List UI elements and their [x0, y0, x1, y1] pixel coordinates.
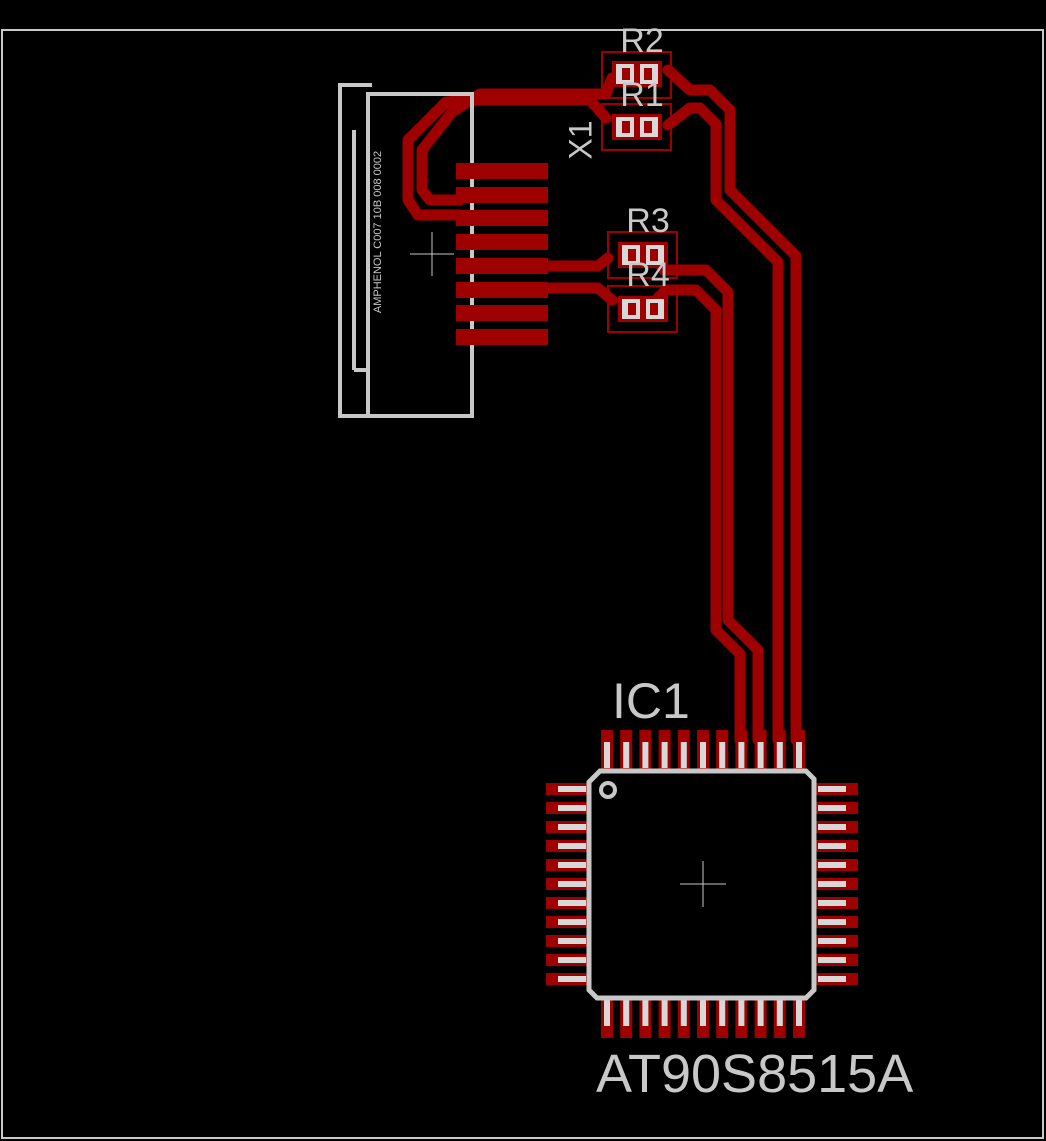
resistor-r1-designator: R1 — [620, 76, 663, 114]
resistor-r4: R4 — [607, 256, 678, 333]
ic1-package: IC1 AT90S8515A — [546, 673, 913, 1104]
resistor-r3: R3 — [607, 202, 678, 279]
ic1-pads-top — [601, 730, 805, 770]
trace-x1-r3 — [542, 252, 614, 272]
connector-x1-origin-mark — [410, 232, 454, 276]
connector-x1-value: AMPHENOL C007 10B 008 0002 — [372, 151, 384, 313]
resistor-r4-designator: R4 — [626, 256, 669, 294]
ic1-designator: IC1 — [612, 673, 690, 729]
trace-x1-r4 — [542, 282, 618, 306]
resistor-r2: R2 — [601, 22, 672, 99]
connector-x1: X1 AMPHENOL C007 10B 008 0002 — [338, 83, 598, 418]
ic1-value: AT90S8515A — [596, 1044, 913, 1104]
connector-x1-outline — [338, 83, 474, 418]
resistor-r2-designator: R2 — [620, 22, 663, 60]
ic1-origin-mark — [680, 861, 726, 907]
trace-r3-ic1 — [646, 246, 764, 746]
ic1-pads-left — [546, 783, 590, 985]
resistor-r1: R1 — [601, 76, 672, 151]
trace-r2-ic1 — [662, 64, 802, 746]
trace-r1-ic1 — [662, 102, 784, 746]
connector-x1-designator: X1 — [562, 120, 598, 159]
copper-traces — [402, 64, 802, 746]
connector-x1-pins — [456, 163, 548, 345]
trace-x1-r2 — [416, 72, 618, 206]
trace-r4-ic1 — [644, 284, 746, 746]
board-outline — [1, 29, 1044, 1139]
trace-x1-r1 — [402, 94, 612, 221]
ic1-pads-bottom — [601, 998, 805, 1038]
resistor-r3-designator: R3 — [626, 202, 669, 240]
ic1-pin1-marker — [599, 781, 617, 799]
ic1-body-outline — [586, 768, 817, 1001]
ic1-pads-right — [814, 783, 858, 985]
